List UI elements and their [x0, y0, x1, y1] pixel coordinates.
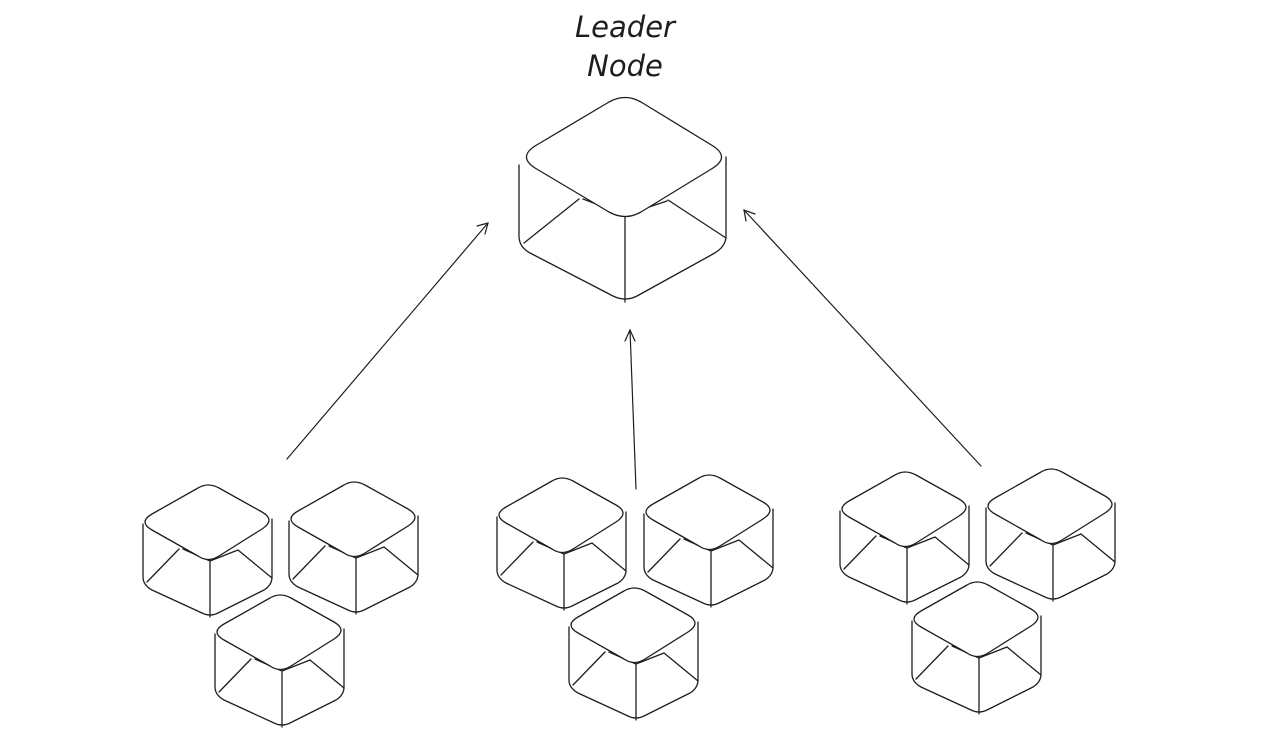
leader-node: [518, 96, 727, 303]
worker-node-right-1: [839, 471, 970, 605]
leader-node-title-line2: Node: [587, 49, 663, 83]
worker-node-right-2: [985, 468, 1116, 602]
arrow-right-group-to-leader: [743, 209, 982, 467]
worker-node-middle-3: [568, 587, 699, 721]
arrow-middle-group-to-leader: [624, 328, 637, 490]
worker-node-middle-2: [643, 474, 774, 608]
worker-group-right: [839, 468, 1116, 715]
worker-group-left: [142, 481, 419, 728]
worker-node-middle-1: [496, 477, 627, 611]
worker-node-left-1: [142, 484, 273, 618]
leader-node-title-line1: Leader: [575, 10, 677, 44]
worker-node-right-3: [911, 581, 1042, 715]
worker-node-left-2: [288, 481, 419, 615]
worker-node-left-3: [214, 594, 345, 728]
arrow-left-group-to-leader: [286, 222, 489, 460]
worker-group-middle: [496, 474, 774, 721]
